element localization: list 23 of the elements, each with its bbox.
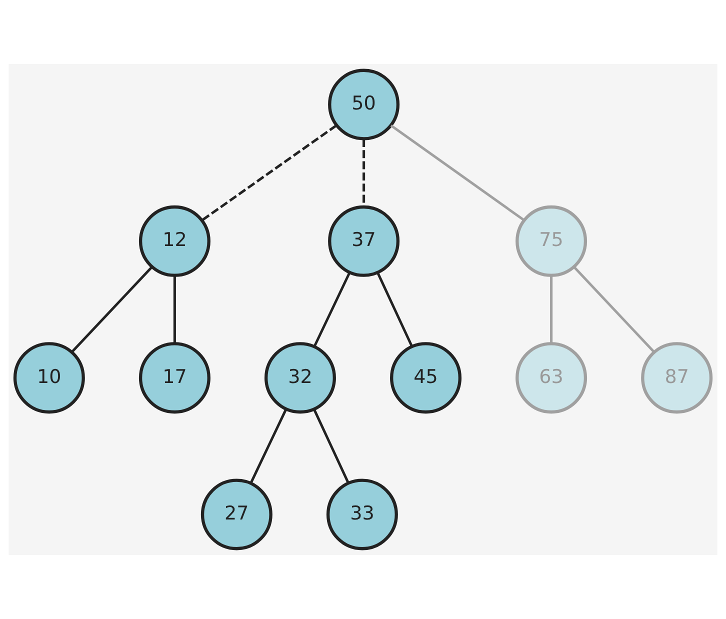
connector xyxy=(573,266,655,353)
node-circle: 33 xyxy=(326,478,398,550)
node-circle: 45 xyxy=(390,342,462,414)
node-circle: 63 xyxy=(516,342,588,414)
node-circle: 10 xyxy=(13,342,85,414)
connector xyxy=(550,276,553,344)
node-circle: 17 xyxy=(138,342,210,414)
node-circle: 32 xyxy=(264,342,336,414)
connector xyxy=(173,276,176,344)
connector xyxy=(71,266,153,353)
connector xyxy=(202,124,338,222)
node-circle: 87 xyxy=(641,342,713,414)
node-circle: 50 xyxy=(328,68,400,140)
node-circle: 12 xyxy=(138,205,210,277)
connector xyxy=(313,409,350,484)
connector xyxy=(313,272,351,347)
connector xyxy=(376,272,414,348)
node-circle: 37 xyxy=(328,205,400,277)
connector xyxy=(390,124,525,222)
node-circle: 75 xyxy=(516,205,588,277)
node-circle: 27 xyxy=(200,478,272,550)
connector xyxy=(362,139,366,207)
connector xyxy=(250,408,288,484)
